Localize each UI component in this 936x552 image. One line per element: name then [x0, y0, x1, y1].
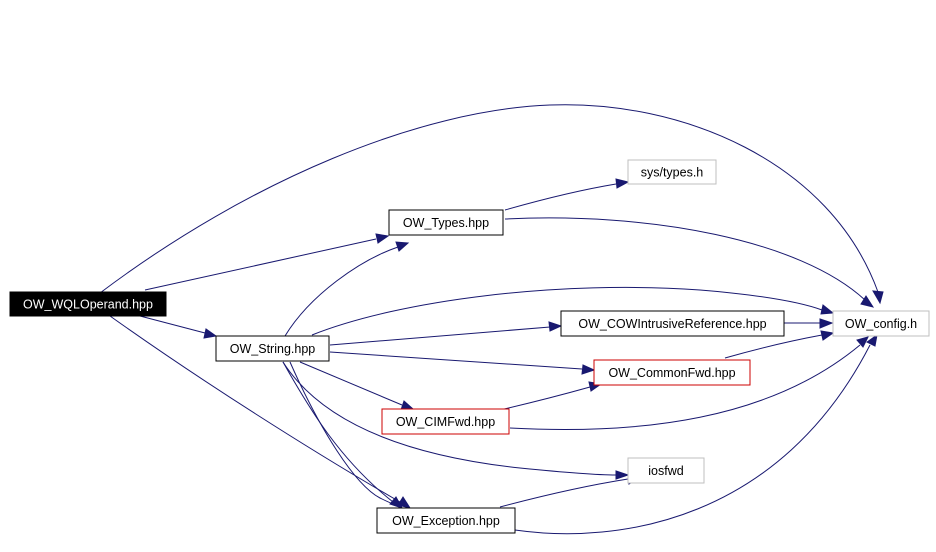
edge-types-to-config	[504, 217, 866, 301]
node-string[interactable]: OW_String.hpp	[215, 335, 330, 362]
edge-exception-to-iosfwd	[499, 478, 629, 508]
arrow-string-to-types	[395, 241, 410, 252]
edge-commonfwd-to-config	[724, 334, 823, 359]
node-config-label: OW_config.h	[845, 317, 917, 331]
arrow-wqloperand-to-string	[203, 328, 218, 339]
arrow-types-to-systypes	[615, 178, 630, 189]
node-systypes[interactable]: sys/types.h	[627, 159, 717, 185]
node-iosfwd[interactable]: iosfwd	[627, 457, 705, 484]
edge-string-to-commonfwd	[329, 351, 583, 370]
arrow-string-to-exception-a	[389, 496, 404, 509]
node-exception[interactable]: OW_Exception.hpp	[376, 507, 516, 534]
node-cowref[interactable]: OW_COWIntrusiveReference.hpp	[560, 310, 785, 337]
edge-wqloperand-to-exception	[109, 315, 401, 503]
edge-string-to-iosfwd	[282, 361, 617, 476]
edge-string-to-types	[284, 246, 399, 337]
edge-types-to-systypes	[504, 183, 617, 211]
node-string-label: OW_String.hpp	[230, 342, 316, 356]
node-iosfwd-label: iosfwd	[648, 464, 683, 478]
arrow-wqloperand-to-config	[872, 290, 884, 305]
edge-wqloperand-to-types	[144, 238, 377, 291]
nodes: OW_WQLOperand.hpp OW_Types.hpp sys/types…	[9, 159, 930, 534]
node-wqloperand[interactable]: OW_WQLOperand.hpp	[9, 291, 167, 317]
node-types-label: OW_Types.hpp	[403, 216, 489, 230]
arrow-commonfwd-to-config	[820, 330, 835, 341]
arrow-cimfwd-to-config	[856, 336, 869, 348]
arrow-string-to-iosfwd	[615, 470, 630, 480]
edge-string-to-cowref	[329, 326, 551, 346]
node-systypes-label: sys/types.h	[641, 166, 704, 180]
arrow-types-to-config	[860, 295, 875, 308]
node-commonfwd-label: OW_CommonFwd.hpp	[608, 366, 735, 380]
arrow-cowref-to-config	[819, 318, 834, 329]
node-config[interactable]: OW_config.h	[832, 310, 930, 337]
node-cimfwd[interactable]: OW_CIMFwd.hpp	[381, 408, 510, 435]
node-exception-label: OW_Exception.hpp	[392, 514, 500, 528]
node-cimfwd-label: OW_CIMFwd.hpp	[396, 415, 495, 429]
edge-string-to-exception-a	[282, 361, 394, 503]
edge-cimfwd-to-commonfwd	[499, 386, 591, 411]
edge-exception-to-config	[514, 344, 871, 535]
node-commonfwd[interactable]: OW_CommonFwd.hpp	[593, 359, 751, 386]
arrow-string-to-cowref	[548, 321, 563, 332]
edge-string-to-exception-b	[289, 361, 403, 508]
node-wqloperand-label: OW_WQLOperand.hpp	[23, 298, 153, 312]
arrow-string-to-config-upper	[820, 304, 835, 315]
arrow-wqloperand-to-types	[375, 233, 390, 244]
edges	[99, 104, 884, 535]
node-types[interactable]: OW_Types.hpp	[388, 209, 504, 236]
edge-wqloperand-to-string	[139, 315, 206, 334]
edge-string-to-config-upper	[311, 286, 823, 336]
arrow-string-to-commonfwd	[581, 364, 596, 375]
edge-wqloperand-to-config	[99, 104, 879, 294]
node-cowref-label: OW_COWIntrusiveReference.hpp	[578, 317, 766, 331]
edge-cimfwd-to-config	[509, 344, 861, 431]
arrow-exception-to-config	[866, 333, 878, 347]
edge-string-to-cimfwd	[299, 361, 403, 406]
